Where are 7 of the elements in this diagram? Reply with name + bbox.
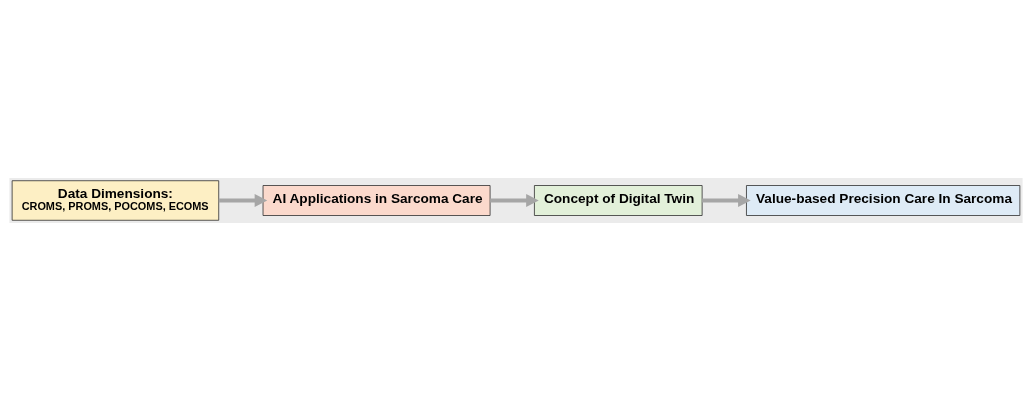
arrow <box>218 193 268 208</box>
node-box: Value-based Precision Care In Sarcoma <box>746 185 1021 216</box>
arrow <box>702 193 751 208</box>
arrow <box>490 193 539 208</box>
node-box: Data Dimensions: CROMS, PROMS, POCOMS, ECOMS <box>11 180 220 221</box>
node-box: Concept of Digital Twin <box>534 185 703 216</box>
node-box: AI Applications in Sarcoma Care <box>262 185 491 216</box>
